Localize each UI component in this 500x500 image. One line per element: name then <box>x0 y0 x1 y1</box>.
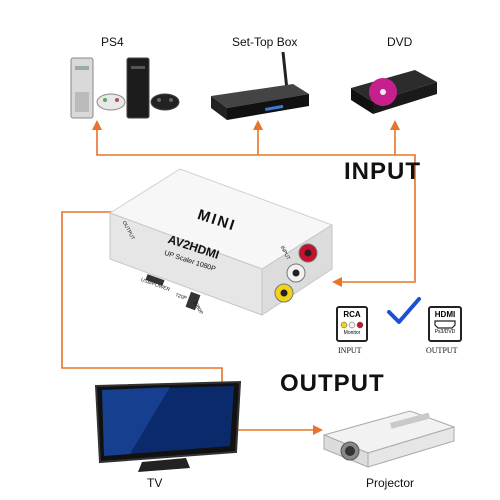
checkmark-icon <box>387 297 421 324</box>
usb-power-port <box>145 274 165 286</box>
tv-label: TV <box>147 476 163 490</box>
rca-jacks <box>274 243 318 303</box>
input-heading: INPUT <box>344 158 421 185</box>
projector-arrow <box>313 425 323 435</box>
output-line <box>61 211 223 408</box>
settop-label: Set-Top Box <box>232 35 298 49</box>
hdmi-badge-title: HDMI <box>434 310 456 319</box>
rca-arrow <box>332 277 342 287</box>
projector-label: Projector <box>366 476 415 490</box>
tv-image <box>94 380 242 472</box>
resolution-switch <box>185 291 201 311</box>
console-right <box>126 57 150 119</box>
projector-image <box>322 410 456 468</box>
ps4-arrow <box>92 120 102 130</box>
tv-stand <box>138 458 190 472</box>
dvd-player-image <box>351 70 437 114</box>
gamepad-white <box>96 93 126 111</box>
rca-badge-sub: Monitor <box>343 330 361 336</box>
output-heading: OUTPUT <box>280 370 385 397</box>
settop-arrow <box>253 120 263 130</box>
ps4-console-image <box>70 57 180 119</box>
input-bus-line <box>96 125 416 283</box>
dvd-label: DVD <box>387 35 413 49</box>
rca-badge: RCA Monitor <box>336 306 368 342</box>
rca-dots-icon <box>340 321 364 329</box>
av2hdmi-converter <box>108 168 334 316</box>
hdmi-caption: OUTPUT <box>426 346 458 355</box>
dvd-arrow <box>390 120 400 130</box>
hdmi-badge: HDMI Ps3/DVD <box>428 306 462 342</box>
hdmi-badge-sub: Ps3/DVD <box>434 329 456 335</box>
ps4-label: PS4 <box>101 35 124 49</box>
gamepad-black <box>150 93 180 111</box>
rca-badge-title: RCA <box>343 310 361 319</box>
rca-caption: INPUT <box>338 346 362 355</box>
settop-box-image <box>211 51 309 120</box>
hdmi-port-icon <box>434 320 456 329</box>
